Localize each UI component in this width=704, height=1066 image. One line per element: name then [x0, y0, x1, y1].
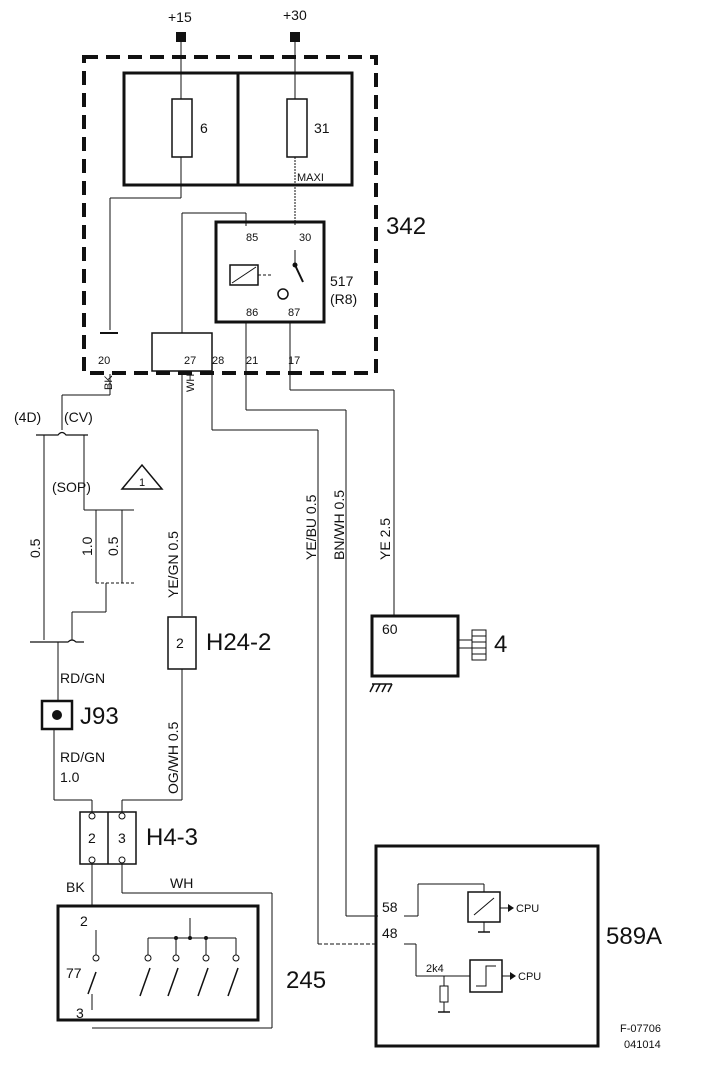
h24-label: H24-2 — [206, 629, 271, 656]
relay-517 — [214, 220, 326, 324]
conn-pin-27: 27 — [184, 355, 196, 367]
branch-cv: (CV) — [64, 409, 93, 425]
wire-yegn: YE/GN 0.5 — [165, 531, 181, 598]
sw-label: 245 — [286, 967, 326, 994]
ecu-589a — [374, 844, 600, 1048]
fuse-6 — [171, 98, 193, 158]
wire-bk: BK — [66, 879, 85, 895]
wire-05b: 0.5 — [105, 536, 121, 556]
relay-id: 517 — [330, 273, 354, 289]
wire-05a: 0.5 — [27, 538, 43, 558]
relay-pin-85: 85 — [246, 232, 258, 244]
rdgn-label-2: RD/GN — [60, 749, 105, 765]
h4-pin-2: 2 — [88, 830, 96, 846]
wire-ogwh: OG/WH 0.5 — [165, 721, 181, 794]
figure-date: 041014 — [624, 1039, 661, 1051]
conn-pin-17: 17 — [288, 355, 300, 367]
h24-pin: 2 — [176, 635, 184, 651]
terminal-30 — [290, 32, 300, 42]
ground-icon — [369, 683, 393, 693]
box-342 — [82, 55, 378, 375]
warning-triangle-icon — [120, 463, 164, 490]
maxi-label: MAXI — [297, 172, 324, 184]
component-4 — [370, 614, 460, 678]
relay-pin-87: 87 — [288, 307, 300, 319]
branch-sop: (SOP) — [52, 479, 91, 495]
h4-pin-3: 3 — [118, 830, 126, 846]
relay-sub: (R8) — [330, 291, 357, 307]
sw-pin-3: 3 — [76, 1005, 84, 1021]
fuse-6-label: 6 — [200, 120, 208, 136]
conn-bk-label: BK — [103, 375, 115, 390]
switch-245 — [56, 904, 260, 1022]
wire-ye25: YE 2.5 — [377, 518, 393, 560]
resistor-2k4 — [439, 985, 449, 1003]
branch-4d: (4D) — [14, 409, 41, 425]
conn-pin-28: 28 — [212, 355, 224, 367]
comp4-label: 4 — [494, 631, 507, 658]
relay-pin-86: 86 — [246, 307, 258, 319]
fan-motor-icon — [471, 629, 487, 661]
conn-pin-21: 21 — [246, 355, 258, 367]
sw-pin-77: 77 — [66, 965, 82, 981]
rdgn-gauge: 1.0 — [60, 769, 80, 785]
comp4-pin: 60 — [382, 621, 398, 637]
conn-wh-label: WH — [185, 374, 197, 392]
ecu-pin-58: 58 — [382, 899, 398, 915]
switch-bank — [139, 938, 240, 997]
fuse-31-label: 31 — [314, 120, 330, 136]
wire-10: 1.0 — [79, 536, 95, 556]
wire-yebu: YE/BU 0.5 — [303, 494, 319, 560]
ecu-label: 589A — [606, 923, 662, 950]
box-342-label: 342 — [386, 213, 426, 240]
figure-code: F-07706 — [620, 1023, 661, 1035]
h4-label: H4-3 — [146, 824, 198, 851]
power-15-label: +15 — [168, 9, 192, 25]
terminal-15 — [176, 32, 186, 42]
fuse-31 — [286, 98, 308, 158]
warning-number: 1 — [139, 477, 145, 489]
sw-pin-2: 2 — [80, 913, 88, 929]
conn-pin-20: 20 — [98, 355, 110, 367]
rdgn-label-1: RD/GN — [60, 670, 105, 686]
relay-contact — [294, 264, 304, 283]
power-30-label: +30 — [283, 7, 307, 23]
resistor-label: 2k4 — [426, 963, 444, 975]
j93-connector — [40, 699, 74, 731]
cpu-label-1: CPU — [516, 903, 539, 915]
relay-pin-30: 30 — [299, 232, 311, 244]
wire-wh: WH — [170, 875, 193, 891]
ecu-pin-48: 48 — [382, 925, 398, 941]
cpu-label-2: CPU — [518, 971, 541, 983]
wire-bnwh: BN/WH 0.5 — [331, 490, 347, 560]
j93-label: J93 — [80, 703, 119, 730]
